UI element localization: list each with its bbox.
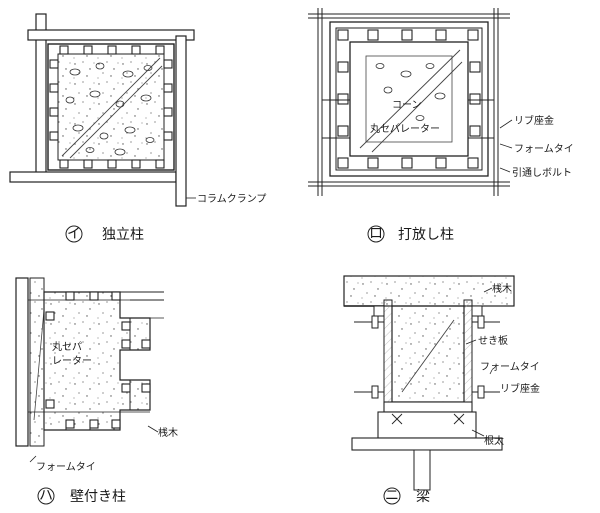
beam-concrete	[391, 305, 465, 403]
label-joist: 根太	[484, 434, 504, 447]
caption-ni: 梁	[416, 489, 430, 505]
leader-line	[483, 287, 493, 293]
sheathing-left	[383, 299, 393, 413]
label-rib-washer: リブ座金	[500, 382, 540, 395]
waler-frame	[329, 21, 489, 177]
section-hatch-line	[371, 61, 463, 153]
caption-marker-ro: ロ	[369, 226, 383, 242]
slab-concrete	[343, 275, 515, 307]
panel-ha-wall-column: 丸セパ レーター 桟木 フォームタイ	[15, 277, 178, 473]
battens	[45, 291, 151, 429]
support-post	[413, 449, 431, 491]
label-rib-washer: リブ座金	[514, 114, 554, 127]
through-bolts	[308, 8, 510, 196]
wall-board-outer	[15, 277, 29, 447]
label-through-bolt: 引通しボルト	[512, 167, 572, 179]
panel-ro-exposed-column: コーン 丸セパレーター リブ座金 フォームタイ 引通しボルト	[308, 8, 574, 196]
form-ties	[354, 321, 500, 393]
clamp-bar-bottom	[9, 171, 177, 183]
bottom-board	[383, 401, 473, 413]
leader-line	[499, 167, 511, 173]
label-cone: コーン	[392, 100, 422, 111]
battens	[49, 45, 173, 169]
section-hatch-line	[61, 57, 161, 157]
label-batten: 桟木	[158, 426, 178, 439]
label-form-tie: フォームタイ	[514, 143, 574, 155]
label-round-separator: 丸セパレーター	[370, 122, 440, 135]
leader-line	[147, 425, 159, 433]
caption-marker-circle-ni	[383, 487, 401, 505]
form-ties	[322, 99, 494, 139]
aggregate-marks	[375, 63, 446, 121]
section-hatch-line	[69, 65, 163, 159]
label-column-clamp: コラムクランプ	[197, 193, 266, 205]
leader-line	[489, 369, 493, 375]
leader-line	[29, 455, 37, 463]
panel-i-independent-column: コラムクランプ	[9, 13, 266, 207]
joist-block	[377, 411, 477, 439]
label-batten: 桟木	[492, 282, 512, 295]
label-round-separator-2: レーター	[52, 355, 92, 367]
caption-marker-ha: ハ	[39, 488, 53, 504]
sheathing-board	[335, 27, 483, 171]
leader-line	[499, 143, 513, 149]
batten-right-top	[471, 305, 483, 317]
inner-outline	[365, 55, 453, 143]
caption-i: 独立柱	[102, 227, 144, 243]
caption-marker-ni: ニ	[385, 488, 399, 504]
section-hatch-line	[33, 309, 45, 421]
studs	[337, 29, 481, 169]
rib-washers	[371, 315, 485, 399]
leader-line	[499, 119, 513, 129]
section-hatch-line	[359, 49, 461, 149]
caption-marker-i: イ	[67, 226, 81, 242]
label-form-tie: フォームタイ	[36, 461, 96, 473]
wall-concrete	[29, 277, 45, 447]
clamp-bar-right	[175, 35, 187, 207]
aggregate-marks	[65, 62, 155, 156]
label-round-separator-1: 丸セパ	[52, 340, 82, 353]
leader-line	[465, 339, 477, 345]
leader-line	[471, 429, 485, 437]
section-hatch-line	[401, 319, 455, 393]
joist-cross	[391, 413, 465, 425]
sheathing-right	[463, 299, 473, 413]
caption-marker-circle-ro	[367, 225, 385, 243]
caption-marker-circle-ha	[37, 487, 55, 505]
label-form-tie: フォームタイ	[480, 361, 540, 373]
captions: イ 独立柱 ロ 打放し柱 ハ 壁付き柱 ニ 梁	[37, 225, 454, 505]
clamp-bar-top	[27, 29, 195, 41]
label-sheathing-board: せき板	[478, 334, 508, 347]
caption-ha: 壁付き柱	[70, 489, 126, 505]
caption-ro: 打放し柱	[398, 226, 454, 243]
batten-left-top	[373, 305, 385, 317]
support-beam	[351, 437, 503, 451]
panel-ni-beam: 桟木 せき板 フォームタイ リブ座金 根太	[343, 275, 540, 491]
separator-lines	[28, 299, 164, 413]
caption-marker-circle-i	[65, 225, 83, 243]
